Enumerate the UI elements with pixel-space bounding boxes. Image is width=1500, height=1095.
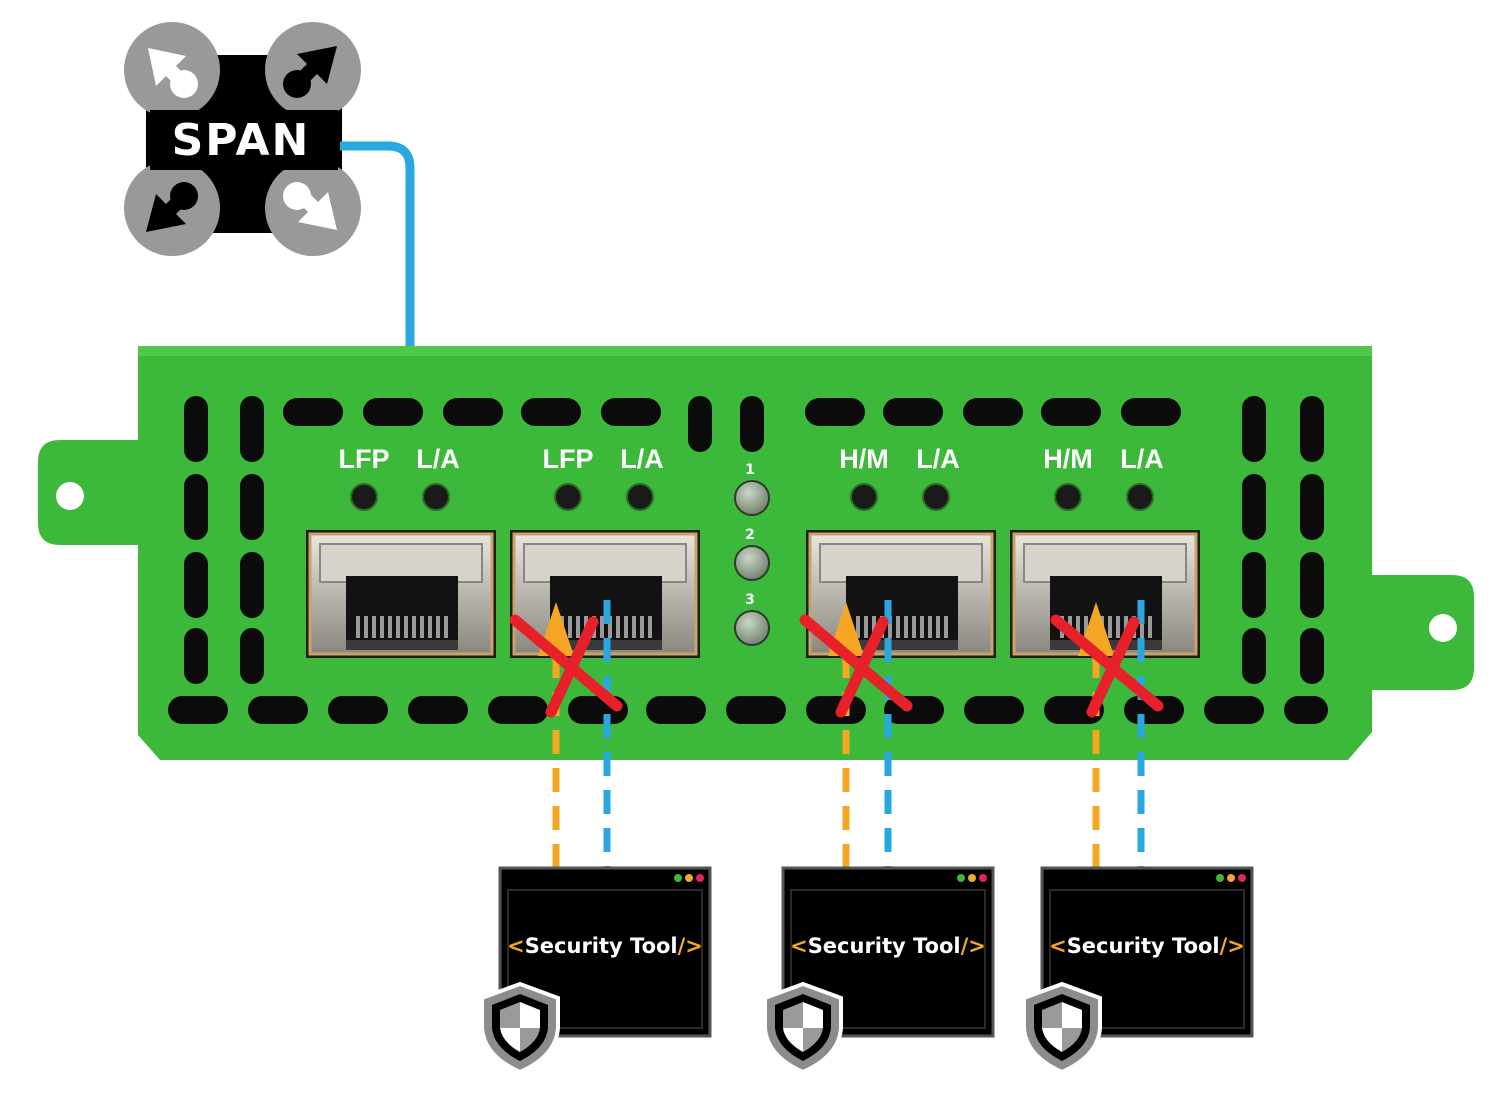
port-indicator xyxy=(1126,483,1154,511)
tool-title: <Security Tool/> xyxy=(507,934,703,958)
port-indicator xyxy=(422,483,450,511)
tool-title: <Security Tool/> xyxy=(790,934,986,958)
span-label: SPAN xyxy=(172,115,311,166)
arrow-downleft-icon xyxy=(146,182,198,232)
tool-bracket-close: /> xyxy=(1220,934,1245,958)
status-led xyxy=(734,480,770,516)
port-label-left: LFP xyxy=(543,444,594,474)
port-label-left: H/M xyxy=(839,444,889,474)
blocked-x-icon xyxy=(509,614,623,718)
led-number: 1 xyxy=(745,462,755,478)
tool-bracket-close: /> xyxy=(961,934,986,958)
port-label-right: L/A xyxy=(416,444,460,474)
arrow-upright-icon xyxy=(283,46,337,98)
arrow-downright-icon xyxy=(283,182,337,230)
tool-name: Security Tool xyxy=(1067,934,1220,958)
port-indicator xyxy=(922,483,950,511)
status-led xyxy=(734,610,770,646)
led-number: 3 xyxy=(745,592,755,608)
security-tool-window: <Security Tool/> xyxy=(763,866,995,1075)
port-indicator xyxy=(554,483,582,511)
port-label-left: H/M xyxy=(1043,444,1093,474)
port-indicator xyxy=(1054,483,1082,511)
sfp-port: LFP L/A xyxy=(510,444,700,658)
tool-bracket-open: < xyxy=(507,934,525,958)
window-dot-icon xyxy=(1227,874,1235,882)
port-indicator xyxy=(850,483,878,511)
port-indicator xyxy=(626,483,654,511)
window-dot-icon xyxy=(979,874,987,882)
span-switch-icon: SPAN xyxy=(124,22,361,256)
tool-name: Security Tool xyxy=(525,934,678,958)
security-tools: <Security Tool/><Security Tool/><Securit… xyxy=(480,866,1254,1075)
window-dot-icon xyxy=(1238,874,1246,882)
mount-hole-right xyxy=(1429,614,1457,642)
window-dot-icon xyxy=(957,874,965,882)
sfp-port: LFP L/A xyxy=(306,444,496,658)
shield-icon xyxy=(480,981,560,1075)
window-dot-icon xyxy=(968,874,976,882)
blocked-x-icon xyxy=(1050,614,1164,718)
window-dot-icon xyxy=(674,874,682,882)
port-label-right: L/A xyxy=(916,444,960,474)
port-connector xyxy=(846,576,958,640)
security-tool-window: <Security Tool/> xyxy=(480,866,712,1075)
tool-bracket-close: /> xyxy=(678,934,703,958)
port-connector xyxy=(346,576,458,640)
tool-name: Security Tool xyxy=(808,934,961,958)
window-dot-icon xyxy=(685,874,693,882)
blocked-x-icon xyxy=(799,614,913,718)
led-number: 2 xyxy=(745,527,755,543)
tool-bracket-open: < xyxy=(790,934,808,958)
window-dot-icon xyxy=(696,874,704,882)
status-leds: 1 2 3 xyxy=(734,462,770,646)
port-indicator xyxy=(350,483,378,511)
shield-icon xyxy=(1022,981,1102,1075)
shield-icon xyxy=(763,981,843,1075)
tool-bracket-open: < xyxy=(1049,934,1067,958)
status-led xyxy=(734,545,770,581)
tool-title: <Security Tool/> xyxy=(1049,934,1245,958)
mount-hole-left xyxy=(56,482,84,510)
security-tool-window: <Security Tool/> xyxy=(1022,866,1254,1075)
port-label-left: LFP xyxy=(339,444,390,474)
port-label-right: L/A xyxy=(1120,444,1164,474)
port-label-right: L/A xyxy=(620,444,664,474)
window-dot-icon xyxy=(1216,874,1224,882)
arrow-upleft-icon xyxy=(148,48,198,98)
sfp-ports: LFP L/A LFP L/A H/M L/A H/M L/A xyxy=(306,444,1200,658)
